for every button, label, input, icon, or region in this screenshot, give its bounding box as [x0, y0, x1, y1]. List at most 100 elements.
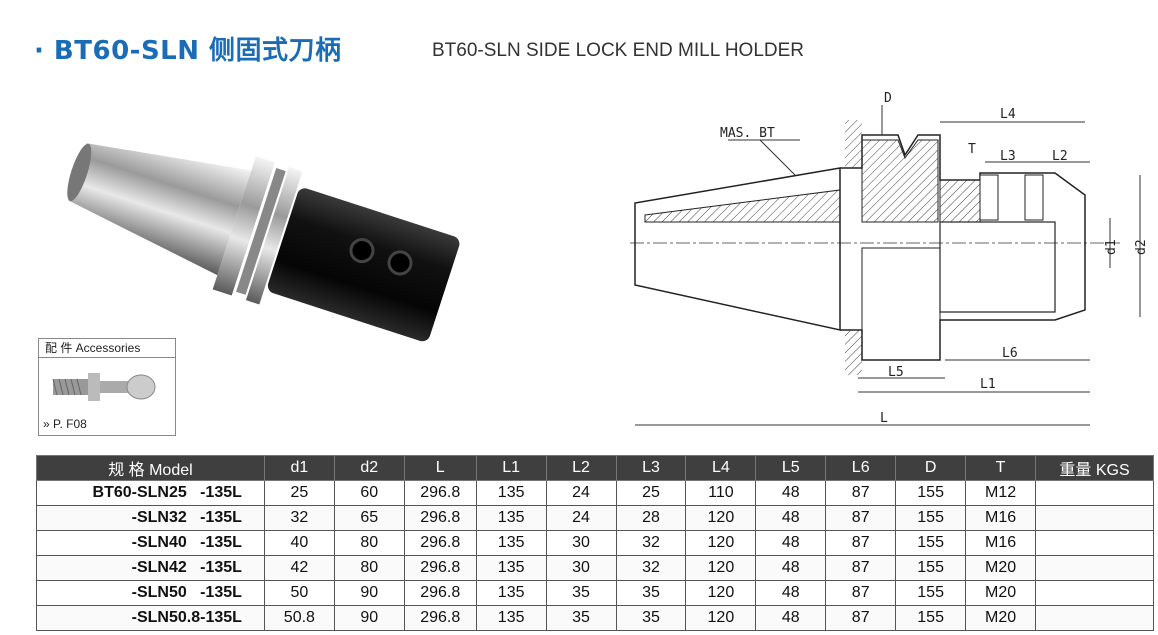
- dim-label-T: T: [968, 142, 976, 157]
- table-cell: 155: [895, 580, 967, 606]
- pull-stud-image: [52, 373, 156, 401]
- table-cell: 296.8: [403, 480, 477, 506]
- table-cell: [1035, 605, 1154, 631]
- accessories-box: 配 件 Accessories » P. F08: [38, 338, 176, 436]
- table-cell: 42: [263, 555, 335, 581]
- table-cell: 30: [545, 555, 617, 581]
- product-photo: [67, 143, 460, 342]
- table-cell: 25: [615, 480, 687, 506]
- col-header-weight: 重量 KGS: [1035, 455, 1154, 481]
- col-header-d1: d1: [263, 455, 335, 481]
- table-cell: 87: [825, 605, 897, 631]
- dim-label-d1: d1: [1104, 239, 1119, 255]
- table-cell: 32: [263, 505, 335, 531]
- table-cell: 65: [333, 505, 405, 531]
- table-cell: 296.8: [403, 555, 477, 581]
- table-cell: [1035, 530, 1154, 556]
- col-header-d2: d2: [333, 455, 405, 481]
- dim-label-L6: L6: [1002, 346, 1018, 361]
- table-cell: M12: [965, 480, 1037, 506]
- table-cell: [1035, 580, 1154, 606]
- table-cell-model: -SLN50.8-135L: [36, 605, 265, 631]
- col-header-L2: L2: [545, 455, 617, 481]
- table-cell: 25: [263, 480, 335, 506]
- col-header-T: T: [965, 455, 1037, 481]
- table-cell: 135: [475, 555, 547, 581]
- table-cell: 48: [755, 580, 827, 606]
- table-cell-model: -SLN40 -135L: [36, 530, 265, 556]
- table-cell-model: -SLN50 -135L: [36, 580, 265, 606]
- table-cell: 32: [615, 555, 687, 581]
- table-cell: 80: [333, 530, 405, 556]
- col-header-L6: L6: [825, 455, 897, 481]
- table-cell: 155: [895, 605, 967, 631]
- dim-label-L1: L1: [980, 377, 996, 392]
- table-cell: 296.8: [403, 530, 477, 556]
- page-title-en: BT60-SLN SIDE LOCK END MILL HOLDER: [432, 40, 805, 61]
- table-cell: 135: [475, 580, 547, 606]
- col-header-L5: L5: [755, 455, 827, 481]
- table-cell: 48: [755, 505, 827, 531]
- table-cell: 87: [825, 580, 897, 606]
- dim-label-L2: L2: [1052, 149, 1068, 164]
- table-cell: 155: [895, 505, 967, 531]
- dim-label-L3: L3: [1000, 149, 1016, 164]
- spec-table: 规 格 Model d1 d2 L L1 L2 L3 L4 L5 L6 D T …: [36, 455, 1154, 631]
- table-cell: 135: [475, 480, 547, 506]
- table-cell: 155: [895, 530, 967, 556]
- dim-label-L5: L5: [888, 365, 904, 380]
- table-cell-model: -SLN42 -135L: [36, 555, 265, 581]
- table-cell: 30: [545, 530, 617, 556]
- table-cell: 296.8: [403, 605, 477, 631]
- table-cell: 35: [615, 580, 687, 606]
- table-cell: 110: [685, 480, 757, 506]
- table-cell: M20: [965, 555, 1037, 581]
- col-header-L: L: [403, 455, 477, 481]
- col-header-D: D: [895, 455, 967, 481]
- table-cell: 48: [755, 530, 827, 556]
- table-cell: 120: [685, 605, 757, 631]
- table-cell-model: BT60-SLN25 -135L: [36, 480, 265, 506]
- table-cell: [1035, 555, 1154, 581]
- table-cell: 35: [545, 580, 617, 606]
- table-cell: 40: [263, 530, 335, 556]
- table-cell: 135: [475, 505, 547, 531]
- table-cell: 87: [825, 555, 897, 581]
- col-header-model: 规 格 Model: [36, 455, 265, 481]
- dim-label-L4: L4: [1000, 107, 1016, 122]
- table-cell: M20: [965, 580, 1037, 606]
- table-cell: 155: [895, 555, 967, 581]
- table-cell: [1035, 480, 1154, 506]
- table-cell: 28: [615, 505, 687, 531]
- technical-drawing: D L4 T L3 L2 MAS. BT d1 d2 L6 L5 L1 L: [630, 91, 1149, 426]
- table-cell: 48: [755, 480, 827, 506]
- table-cell: 296.8: [403, 505, 477, 531]
- table-cell: 80: [333, 555, 405, 581]
- table-cell: 90: [333, 605, 405, 631]
- table-cell: 50: [263, 580, 335, 606]
- table-cell: 296.8: [403, 580, 477, 606]
- table-cell: M16: [965, 505, 1037, 531]
- accessories-page-ref: » P. F08: [43, 417, 87, 431]
- table-cell: 24: [545, 505, 617, 531]
- table-cell: 135: [475, 530, 547, 556]
- table-cell: 87: [825, 505, 897, 531]
- table-cell: 120: [685, 530, 757, 556]
- page-title-cn: · BT60-SLN 侧固式刀柄: [34, 36, 342, 66]
- table-cell: M20: [965, 605, 1037, 631]
- table-cell: [1035, 505, 1154, 531]
- table-cell: 120: [685, 555, 757, 581]
- dim-label-d2: d2: [1134, 239, 1149, 255]
- table-cell: 87: [825, 530, 897, 556]
- table-cell: M16: [965, 530, 1037, 556]
- table-cell-model: -SLN32 -135L: [36, 505, 265, 531]
- table-cell: 24: [545, 480, 617, 506]
- table-cell: 60: [333, 480, 405, 506]
- table-cell: 120: [685, 505, 757, 531]
